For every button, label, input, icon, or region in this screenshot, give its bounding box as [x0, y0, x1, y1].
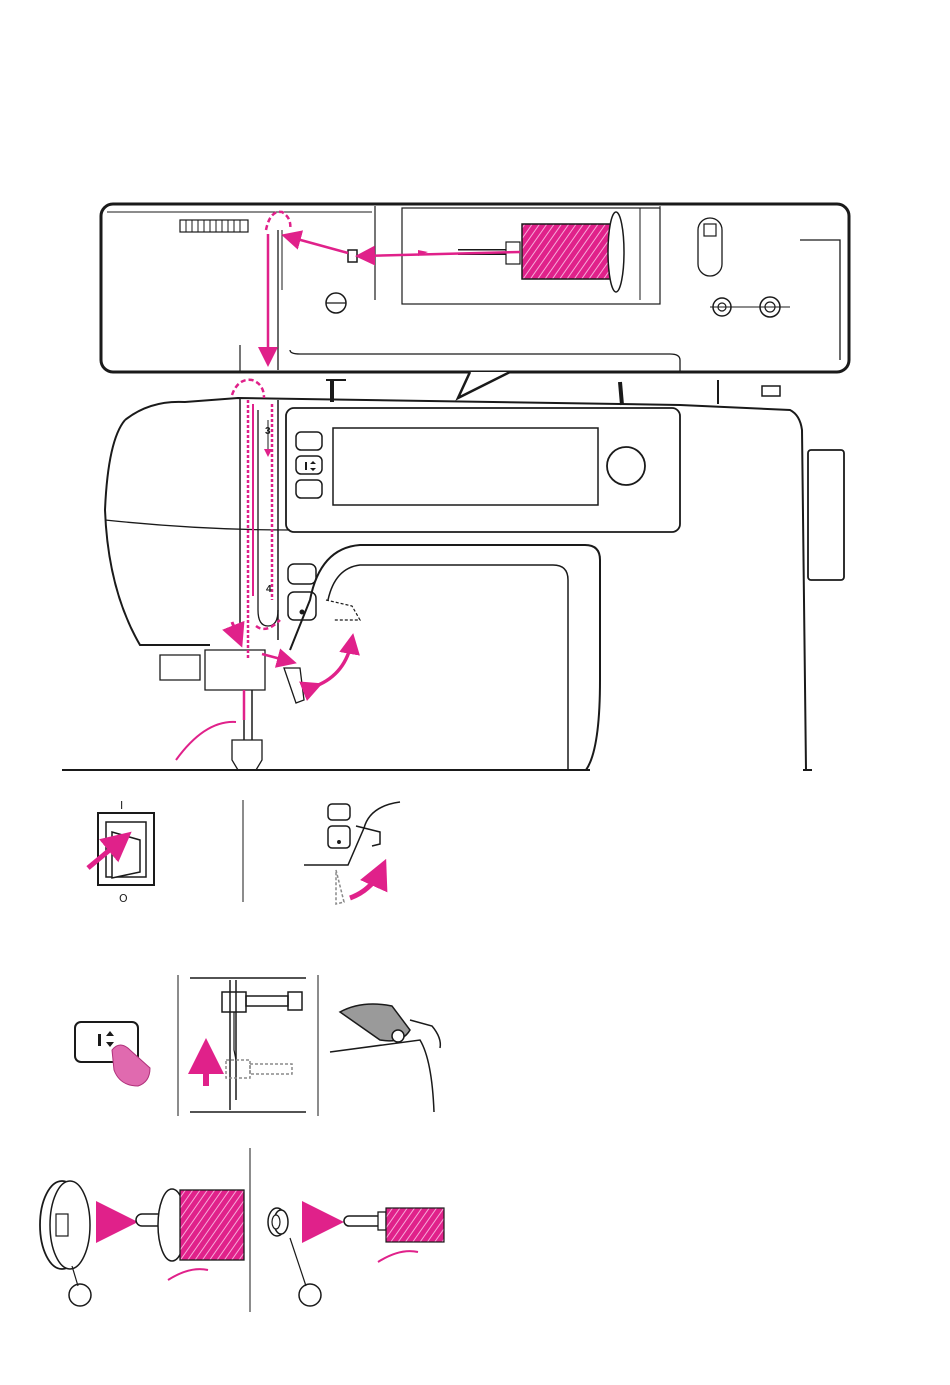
- presser-foot-assembly: [160, 655, 200, 680]
- needle-up-detail: [190, 978, 306, 1112]
- button-reverse[interactable]: [296, 432, 322, 450]
- step-4-label: 4: [266, 584, 272, 595]
- power-on-mark: I: [120, 799, 123, 812]
- machine-main-view: [62, 380, 844, 770]
- small-spool-cap-detail: [268, 1208, 444, 1306]
- thread-lever-dashed: [326, 600, 360, 620]
- lcd-screen: [333, 428, 598, 505]
- machine-head: [125, 398, 806, 770]
- button-locking[interactable]: [296, 480, 322, 498]
- button-thread-cutter[interactable]: [288, 564, 316, 584]
- needle-button-detail: [75, 1022, 150, 1086]
- top-spool: [522, 224, 614, 279]
- button-needle-up-down[interactable]: [296, 456, 322, 474]
- main-thread-path: [176, 380, 352, 760]
- lcd-panel: [286, 408, 680, 532]
- step-3-label: 3: [265, 426, 271, 437]
- thread-lever-detail: [304, 802, 400, 904]
- needle-up-down-icon: [305, 461, 316, 471]
- side-handwheel: [808, 450, 844, 580]
- callout-pointer: [458, 372, 510, 398]
- large-spool-cap-detail: [40, 1181, 244, 1306]
- speed-knob: [607, 447, 645, 485]
- tension-dial: [180, 220, 248, 232]
- top-view-panel: [101, 204, 849, 398]
- thread-guide-detail: [330, 1004, 440, 1112]
- power-off-mark: O: [119, 892, 128, 905]
- hand-press-icon: [112, 1045, 150, 1086]
- lever-arrow: [316, 640, 352, 686]
- power-switch-icon: I O: [88, 799, 154, 905]
- top-thread-guide: [348, 250, 357, 262]
- presser-foot-lever[interactable]: [284, 668, 304, 703]
